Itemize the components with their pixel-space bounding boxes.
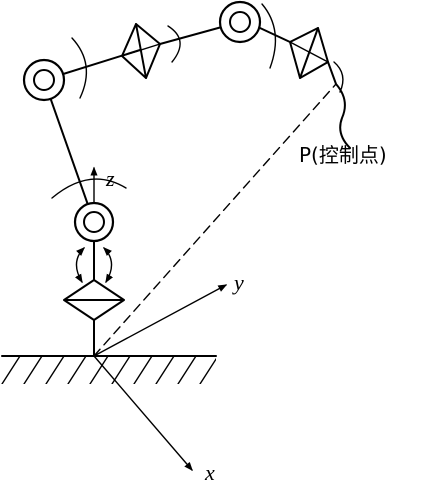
base-link xyxy=(63,235,125,357)
coordinate-frame xyxy=(90,166,228,472)
end-twist-joint xyxy=(289,27,329,79)
y-axis xyxy=(93,284,228,357)
wrist-rotation-arc xyxy=(261,3,277,69)
base-rotation-arrows xyxy=(74,247,114,284)
control-point-label: P(控制点) xyxy=(299,143,387,167)
elbow-twist-arc xyxy=(167,25,181,63)
x-axis-label: x xyxy=(204,460,215,483)
ground-hatching xyxy=(1,355,216,384)
ground xyxy=(1,355,217,384)
end-link xyxy=(259,27,291,43)
y-axis-label: y xyxy=(232,270,244,295)
elbow-twist-joint xyxy=(121,23,161,79)
end-effector xyxy=(327,61,351,149)
shoulder-joint xyxy=(22,58,66,102)
waist-rotation-arc xyxy=(51,178,127,199)
base-prismatic-joint xyxy=(63,279,125,321)
x-axis xyxy=(93,355,193,472)
end-twist-arc xyxy=(333,61,344,93)
waist-joint xyxy=(73,201,115,243)
upper-arm-link xyxy=(43,79,95,223)
wrist-joint xyxy=(218,0,262,44)
control-point-vector xyxy=(93,83,337,357)
z-axis-label: z xyxy=(105,166,115,191)
